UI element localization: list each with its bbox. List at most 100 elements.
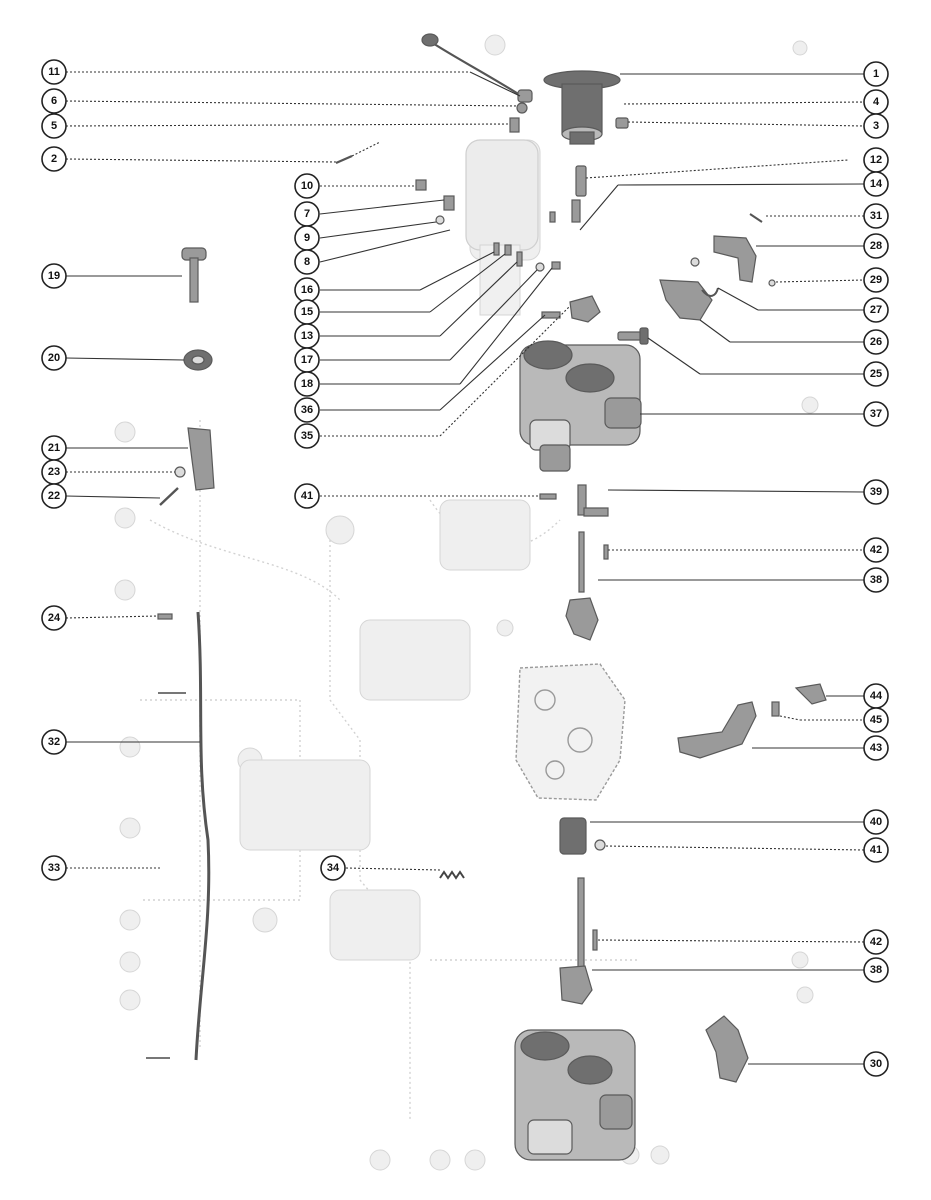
svg-text:24: 24 <box>48 612 61 624</box>
small-hardware-top <box>335 102 763 225</box>
svg-text:30: 30 <box>870 1058 882 1070</box>
svg-text:43: 43 <box>870 742 882 754</box>
callout-27: 27 <box>863 297 889 323</box>
svg-text:41: 41 <box>301 490 313 502</box>
callout-22: 22 <box>41 483 67 509</box>
callout-39: 39 <box>863 479 889 505</box>
grommet-20-part <box>183 349 213 371</box>
bracket-40-part <box>559 817 606 855</box>
middle-carburetor-part <box>515 663 626 801</box>
callout-3: 3 <box>863 113 889 139</box>
callout-31: 31 <box>863 203 889 229</box>
callouts-right: 1 4 3 12 14 31 28 29 27 26 25 37 39 42 3… <box>863 61 889 1077</box>
spring-34-part <box>439 870 465 880</box>
svg-text:42: 42 <box>870 544 882 556</box>
callout-42-lower: 42 <box>863 929 889 955</box>
callout-29: 29 <box>863 267 889 293</box>
throttle-shaft-upper-part <box>565 484 609 641</box>
svg-text:3: 3 <box>873 120 879 132</box>
svg-text:42: 42 <box>870 936 882 948</box>
svg-text:25: 25 <box>870 368 882 380</box>
callout-41-right: 41 <box>863 837 889 863</box>
callout-33: 33 <box>41 855 67 881</box>
choke-housing-ghost <box>465 139 539 316</box>
svg-text:10: 10 <box>301 180 313 192</box>
svg-text:35: 35 <box>301 430 313 442</box>
svg-text:18: 18 <box>301 378 313 390</box>
callout-44: 44 <box>863 683 889 709</box>
callout-23: 23 <box>41 459 67 485</box>
callout-12: 12 <box>863 147 889 173</box>
callout-2: 2 <box>41 146 67 172</box>
callout-40: 40 <box>863 809 889 835</box>
callout-11: 11 <box>41 59 67 85</box>
callout-1: 1 <box>863 61 889 87</box>
lower-carburetor-part <box>514 1029 636 1161</box>
callout-45: 45 <box>863 707 889 733</box>
svg-text:33: 33 <box>48 862 60 874</box>
lever-43-part <box>677 683 827 759</box>
svg-text:20: 20 <box>48 352 60 364</box>
callout-24: 24 <box>41 605 67 631</box>
svg-text:38: 38 <box>870 574 882 586</box>
callout-14: 14 <box>863 171 889 197</box>
pin-41-part <box>539 493 557 500</box>
throttle-arm-part <box>690 235 776 287</box>
svg-text:13: 13 <box>301 330 313 342</box>
callout-37: 37 <box>863 401 889 427</box>
callout-6: 6 <box>41 88 67 114</box>
callout-43: 43 <box>863 735 889 761</box>
svg-text:19: 19 <box>48 270 60 282</box>
svg-text:15: 15 <box>301 306 313 318</box>
bracket-30-part <box>705 1015 749 1083</box>
callout-10: 10 <box>294 173 320 199</box>
svg-text:17: 17 <box>301 354 313 366</box>
svg-text:14: 14 <box>870 178 883 190</box>
svg-text:44: 44 <box>870 690 883 702</box>
callout-42-upper: 42 <box>863 537 889 563</box>
callout-5: 5 <box>41 113 67 139</box>
clamp-21-part <box>159 427 215 506</box>
callouts-center: 10 7 9 8 16 15 13 17 18 36 35 41 34 <box>294 173 346 881</box>
fuel-line-part <box>146 611 211 1061</box>
svg-text:45: 45 <box>870 714 882 726</box>
svg-text:31: 31 <box>870 210 882 222</box>
svg-text:6: 6 <box>51 95 57 107</box>
choke-solenoid-part <box>543 70 621 145</box>
callout-34: 34 <box>320 855 346 881</box>
svg-text:23: 23 <box>48 466 60 478</box>
bolt-19-part <box>181 247 207 303</box>
callout-15: 15 <box>294 299 320 325</box>
svg-text:9: 9 <box>304 232 310 244</box>
callout-20: 20 <box>41 345 67 371</box>
svg-text:2: 2 <box>51 153 57 165</box>
callout-7: 7 <box>294 201 320 227</box>
callout-38-upper: 38 <box>863 567 889 593</box>
small-pins-center <box>493 242 561 272</box>
callouts-left: 11 6 5 2 19 20 21 23 22 24 32 33 <box>41 59 67 881</box>
svg-text:11: 11 <box>48 66 60 78</box>
callout-21: 21 <box>41 435 67 461</box>
callout-19: 19 <box>41 263 67 289</box>
callout-16: 16 <box>294 277 320 303</box>
svg-text:41: 41 <box>870 844 882 856</box>
screw-part <box>617 327 649 345</box>
upper-carburetor-part <box>519 340 642 472</box>
svg-text:5: 5 <box>51 120 57 132</box>
svg-text:26: 26 <box>870 336 882 348</box>
callout-13: 13 <box>294 323 320 349</box>
svg-text:36: 36 <box>301 404 313 416</box>
svg-text:29: 29 <box>870 274 882 286</box>
callout-26: 26 <box>863 329 889 355</box>
svg-text:38: 38 <box>870 964 882 976</box>
svg-text:21: 21 <box>48 442 60 454</box>
callout-41-center: 41 <box>294 483 320 509</box>
callout-25: 25 <box>863 361 889 387</box>
svg-text:1: 1 <box>873 68 879 80</box>
leader-lines <box>65 71 865 1065</box>
callout-9: 9 <box>294 225 320 251</box>
svg-text:8: 8 <box>304 256 310 268</box>
solenoid-wire-part <box>421 33 533 103</box>
callout-30: 30 <box>863 1051 889 1077</box>
